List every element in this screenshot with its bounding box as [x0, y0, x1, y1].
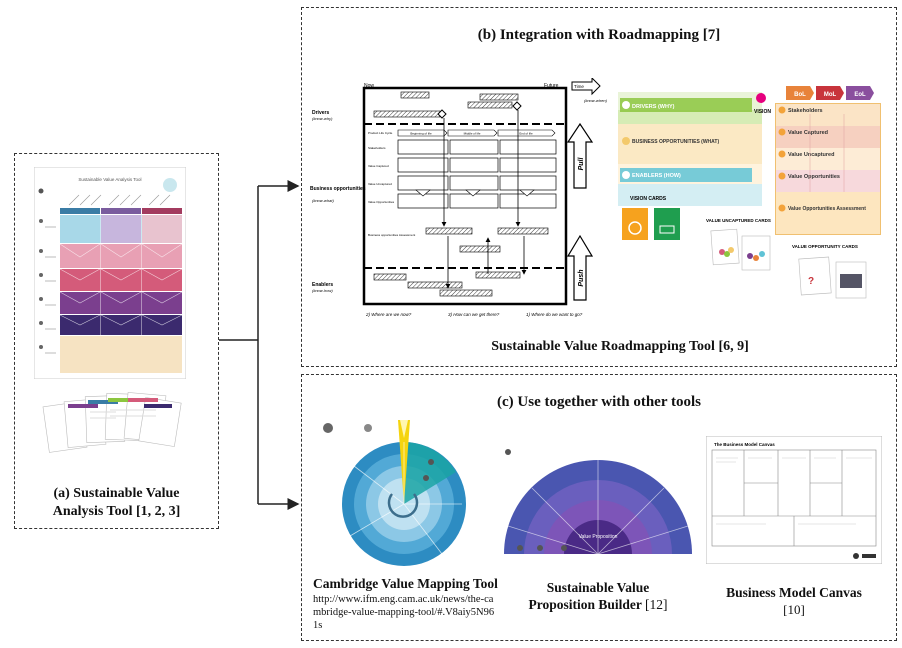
svrt-business: BUSINESS OPPORTUNITIES (WHAT) — [632, 139, 719, 145]
sheet-title: Sustainable Value Analysis Tool — [78, 177, 141, 182]
svpb-semicircle: Value Proposition — [504, 449, 692, 555]
question-where-go: 1) Where do we want to go? — [526, 312, 583, 317]
roadmap-know-when: (know-when) — [584, 98, 608, 103]
svrt-vision: VISION — [754, 109, 771, 115]
card-stack-graphic — [42, 392, 182, 453]
svg-text:?: ? — [808, 276, 814, 287]
lifecycle-bol: Beginning of life — [410, 132, 432, 136]
panel-b-title: (b) Integration with Roadmapping [7] — [477, 27, 721, 43]
bmc-title: The Business Model Canvas — [714, 442, 775, 447]
svrt-tool-graphic: DRIVERS (WHY) BUSINESS OPPORTUNITIES (WH… — [614, 84, 890, 304]
svrt-bol: BoL — [794, 92, 806, 98]
roadmap-pull: Pull — [578, 157, 585, 171]
roadmap-enablers-sub: (know-how) — [312, 288, 333, 293]
cvmt-note[interactable]: http://www.ifm.eng.cam.ac.uk/news/the-ca… — [313, 594, 495, 631]
row-label-value-uncaptured: Value Uncaptured — [368, 182, 392, 186]
svrt-vision-cards: VISION CARDS — [630, 196, 667, 202]
svrt-row-value-uncaptured: Value Uncaptured — [788, 152, 834, 158]
roadmap-business-sub: (know-what) — [312, 198, 334, 203]
row-label-lifecycle: Product Life Cycle — [368, 131, 393, 135]
panel-b-caption: Sustainable Value Roadmapping Tool [6, 9… — [491, 339, 749, 354]
svpb-name-line1: Sustainable Value — [546, 580, 650, 595]
svrt-uncaptured-cards: VALUE UNCAPTURED CARDS — [706, 218, 771, 223]
roadmap-business: Business opportunities — [310, 186, 366, 192]
bmc-ref: [10] — [783, 602, 805, 617]
lifecycle-eol: End of life — [519, 132, 533, 136]
roadmap-push: Push — [578, 269, 585, 286]
analysis-tool-sheet: Sustainable Value Analysis Tool — [33, 166, 187, 380]
panel-c-title: (c) Use together with other tools — [497, 394, 701, 410]
svrt-enablers: ENABLERS (HOW) — [632, 173, 681, 179]
panel-a-caption: (a) Sustainable Value Analysis Tool [1, … — [14, 485, 219, 521]
panel-c-frame — [301, 374, 897, 641]
bmc-graphic: The Business Model Canvas — [705, 435, 883, 565]
panel-a-caption-line2: Analysis Tool [1, 2, 3] — [52, 504, 181, 519]
svrt-row-stakeholders: Stakeholders — [788, 108, 823, 114]
roadmap-drivers: Drivers — [312, 110, 329, 116]
svrt-row-value-captured: Value Captured — [788, 130, 828, 136]
row-label-value-captured: Value Captured — [368, 164, 389, 168]
panel-a-frame — [14, 153, 219, 529]
svrt-graphic: DRIVERS (WHY) BUSINESS OPPORTUNITIES (WH… — [618, 86, 881, 299]
analysis-tool-sheet-graphic: Sustainable Value Analysis Tool — [33, 166, 187, 380]
svrt-row-value-opportunities: Value Opportunities — [788, 174, 840, 180]
panel-b-frame — [301, 7, 897, 367]
svpb-name: Sustainable Value Proposition Builder [1… — [500, 579, 696, 613]
svpb-ref: [12] — [645, 597, 668, 612]
svrt-mol: MoL — [824, 92, 837, 98]
svrt-row-assessment: Value Opportunities Assessment — [788, 206, 866, 212]
cvmt-wheel — [323, 420, 466, 566]
svpb-name-text: Proposition Builder — [528, 597, 642, 612]
roadmap-diagram-graphic: Now Future Time (know-when) Drivers (kno… — [310, 76, 608, 317]
cvmt-graphic — [314, 420, 474, 572]
roadmap-drivers-sub: (know-why) — [312, 116, 333, 121]
roadmap-time: Time — [574, 84, 584, 89]
analysis-tool-cards — [42, 386, 182, 456]
lifecycle-mol: Middle of life — [464, 132, 481, 136]
svpb-graphic: Value Proposition — [500, 440, 696, 558]
cvmt-name: Cambridge Value Mapping Tool — [313, 576, 498, 591]
bmc-canvas: The Business Model Canvas — [705, 435, 883, 565]
question-how-get-there: 3) How can we get there? — [448, 312, 500, 317]
svrt-drivers: DRIVERS (WHY) — [632, 104, 675, 110]
question-where-now: 2) Where are we now? — [365, 312, 412, 317]
svrt-opportunity-cards: VALUE OPPORTUNITY CARDS — [792, 244, 858, 249]
roadmap-future: Future — [544, 83, 559, 89]
row-label-assessment: Business opportunities Assessment — [368, 233, 415, 237]
svpb-name-line2: Proposition Builder [12] — [500, 596, 696, 613]
panel-a-caption-line1: (a) Sustainable Value — [53, 486, 180, 501]
roadmap-diagram: Now Future Time (know-when) Drivers (kno… — [308, 76, 608, 340]
bmc-name: Business Model Canvas — [726, 585, 862, 600]
roadmap-now: Now — [364, 83, 374, 89]
row-label-value-opportunities: Value Opportunities — [368, 200, 395, 204]
svpb-center-label: Value Proposition — [579, 534, 618, 540]
row-label-stakeholders: Stakeholders — [368, 146, 386, 150]
svrt-eol: EoL — [854, 92, 866, 98]
roadmap-enablers: Enablers — [312, 282, 333, 288]
